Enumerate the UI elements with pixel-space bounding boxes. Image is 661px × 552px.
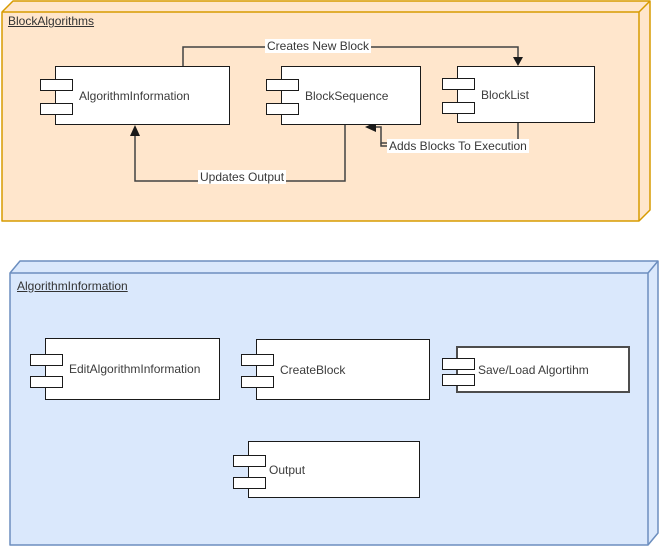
component-port: [442, 102, 475, 114]
edge-label-updates-output: Updates Output: [198, 170, 287, 184]
component-algorithminformation[interactable]: AlgorithmInformation: [40, 66, 230, 125]
arrowhead-down-icon: [513, 57, 523, 66]
component-label: CreateBlock: [280, 362, 346, 377]
package-title-algorithminformation: AlgorithmInformation: [17, 279, 128, 293]
component-output[interactable]: Output: [233, 441, 420, 498]
component-port: [233, 455, 266, 467]
component-port: [241, 354, 274, 366]
component-label: BlockList: [481, 87, 530, 102]
package-blockalgorithms-bevel: [2, 0, 651, 221]
package-title-blockalgorithms: BlockAlgorithms: [8, 14, 95, 28]
edge-label-creates-new-block: Creates New Block: [265, 39, 372, 53]
package-algorithminformation-bevel: [10, 260, 659, 545]
edge-label-adds-blocks-to-execution: Adds Blocks To Execution: [387, 139, 529, 153]
component-port: [442, 374, 475, 386]
component-blocksequence[interactable]: BlockSequence: [266, 66, 421, 125]
component-port: [266, 79, 299, 91]
package-algorithminformation-shape[interactable]: [9, 260, 659, 546]
component-port: [30, 376, 63, 388]
component-port: [30, 354, 63, 366]
component-label: Output: [269, 462, 306, 477]
component-editalgorithminformation[interactable]: EditAlgorithmInformation: [30, 338, 220, 400]
package-algorithminformation-body[interactable]: [9, 260, 659, 546]
arrowhead-up-icon: [130, 125, 140, 136]
component-blocklist[interactable]: BlockList: [442, 66, 595, 123]
component-port: [233, 477, 266, 489]
component-label: EditAlgorithmInformation: [69, 362, 201, 376]
component-port: [40, 79, 73, 91]
component-label: BlockSequence: [305, 88, 389, 103]
component-createblock[interactable]: CreateBlock: [241, 339, 430, 400]
component-port: [442, 78, 475, 90]
component-port: [266, 103, 299, 115]
component-port: [241, 376, 274, 388]
component-port: [442, 358, 475, 370]
component-label: AlgorithmInformation: [79, 88, 190, 103]
edge-adds-blocks-label-nub: [380, 143, 388, 147]
component-port: [40, 103, 73, 115]
component-label: Save/Load Algortihm: [478, 362, 589, 377]
component-saveload-algorithm[interactable]: Save/Load Algortihm: [442, 346, 630, 393]
